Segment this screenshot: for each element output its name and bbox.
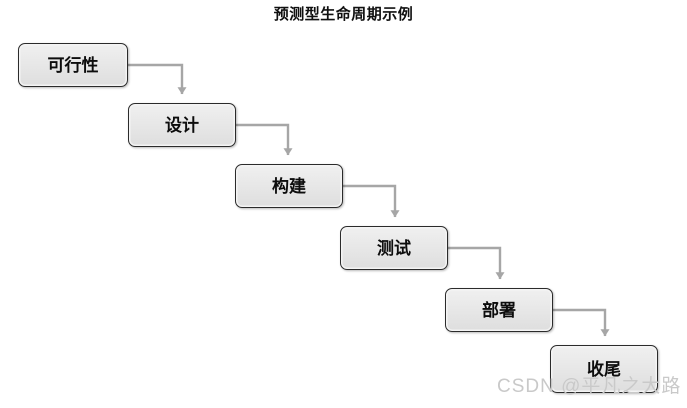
stage-label-deploy: 部署 [482,300,516,320]
connector-design-to-build [236,123,293,156]
stage-box-build[interactable]: 构建 [235,164,343,208]
connector-build-to-test [343,184,400,218]
connector-test-to-deploy [448,246,505,280]
page-title: 预测型生命周期示例 [273,6,414,23]
stage-box-closure[interactable]: 收尾 [550,345,658,393]
stage-label-closure: 收尾 [587,359,621,379]
stage-label-build: 构建 [272,176,306,196]
stage-box-design[interactable]: 设计 [128,103,236,147]
stage-box-test[interactable]: 测试 [340,226,448,270]
connector-feasibility-to-design [128,63,187,95]
stage-box-deploy[interactable]: 部署 [445,288,553,332]
stage-label-test: 测试 [377,238,411,258]
stage-box-feasibility[interactable]: 可行性 [18,43,128,87]
stage-label-design: 设计 [165,115,199,135]
watermark: CSDN @平凡之大路 [497,376,682,397]
connector-deploy-to-closure [553,308,610,337]
stage-label-feasibility: 可行性 [47,55,99,75]
